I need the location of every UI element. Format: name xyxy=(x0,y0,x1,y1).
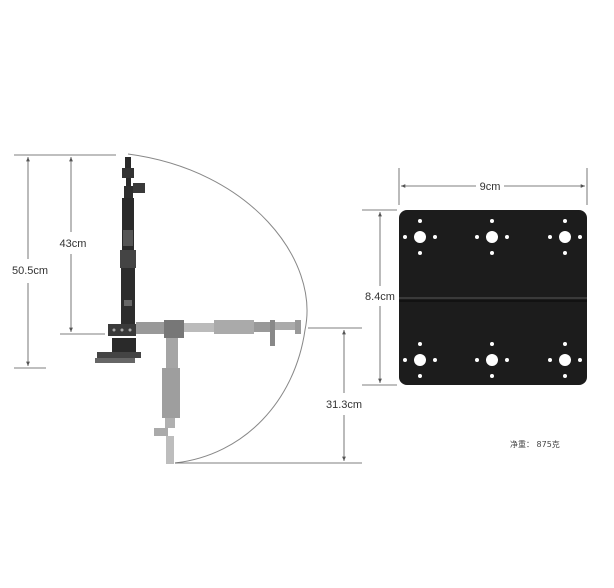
base-plate xyxy=(399,210,587,385)
plate-height-label: 8.4cm xyxy=(365,291,395,303)
upper-height-dimension: 43cm xyxy=(60,157,105,335)
total-height-label: 50.5cm xyxy=(12,265,48,277)
reach-dimension: 31.3cm xyxy=(175,327,362,464)
plate-height-dimension: 8.4cm xyxy=(362,209,397,386)
swing-arc xyxy=(127,153,308,464)
plate-width-dimension: 9cm xyxy=(398,168,588,205)
total-height-dimension: 50.5cm xyxy=(12,154,116,369)
plate-width-label: 9cm xyxy=(480,181,501,193)
upper-height-label: 43cm xyxy=(60,238,87,250)
net-weight-label: 净重： 875克 xyxy=(510,439,560,449)
arm-assembly xyxy=(95,157,301,464)
reach-label: 31.3cm xyxy=(326,399,362,411)
mount-hole-group xyxy=(403,219,582,378)
